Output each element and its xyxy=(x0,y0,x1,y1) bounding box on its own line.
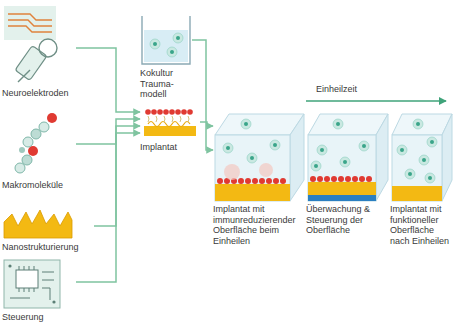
neuroelectrode-icon xyxy=(4,6,57,82)
connector-arrow xyxy=(192,40,213,150)
node-label: Implantat xyxy=(140,142,200,153)
diagram-node: Nanostrukturierung xyxy=(2,200,94,253)
node-label: Makromoleküle xyxy=(2,180,76,191)
connector-arrow xyxy=(200,122,213,126)
diagram-node: Überwachung & Steuerung der Oberfläche xyxy=(306,110,388,236)
node-label: Kokultur Trauma- modell xyxy=(140,68,192,100)
time-label: Einheilzeit xyxy=(316,84,357,95)
diagram-node: Implantat xyxy=(140,106,200,153)
diagram-node: Implantat mit funktioneller Oberfläche n… xyxy=(390,110,454,246)
diagram-node: Kokultur Trauma- modell xyxy=(140,12,192,100)
tissue-block-1 xyxy=(215,114,304,201)
macromolecule-icon xyxy=(15,113,57,173)
diagram-node: Neuroelektroden xyxy=(2,4,76,99)
node-label: Nanostrukturierung xyxy=(2,242,94,253)
node-label: Neuroelektroden xyxy=(2,88,76,99)
connector-arrow xyxy=(76,133,140,282)
implant-icon xyxy=(144,109,196,136)
connector-arrow xyxy=(94,126,140,226)
beaker-icon xyxy=(142,16,190,64)
connector-arrow xyxy=(76,119,140,144)
node-label: Steuerung xyxy=(2,312,76,323)
diagram-node: Steuerung xyxy=(2,258,76,323)
time-arrow xyxy=(306,100,446,102)
tissue-block-3 xyxy=(392,114,452,201)
connector-arrow xyxy=(76,48,140,112)
node-label: Implantat mit funktioneller Oberfläche n… xyxy=(390,204,454,246)
circuit-board-icon xyxy=(4,260,60,308)
tissue-block-2 xyxy=(308,114,388,201)
node-label: Überwachung & Steuerung der Oberfläche xyxy=(306,204,388,236)
diagram-node: Implantat mit immunreduzierender Oberflä… xyxy=(213,110,305,246)
nanostructure-icon xyxy=(4,210,72,238)
node-label: Implantat mit immunreduzierender Oberflä… xyxy=(213,204,305,246)
diagram-node: Makromoleküle xyxy=(2,108,76,191)
